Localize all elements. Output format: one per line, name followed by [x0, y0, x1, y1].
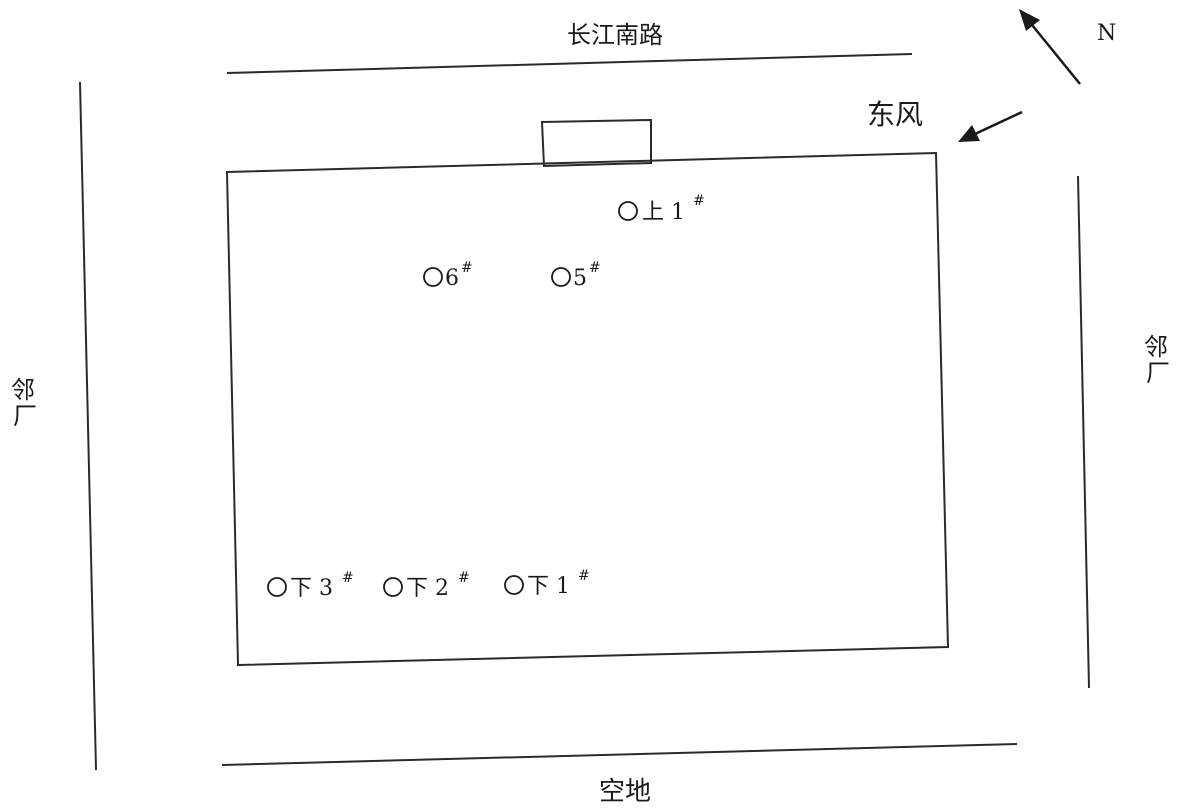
sampling-point-label: 下 3	[290, 576, 333, 601]
sampling-point-label: 下 2	[406, 576, 449, 601]
sampling-point-label: 下 1	[527, 574, 570, 599]
wind-arrow-icon	[958, 110, 1023, 142]
sampling-point-6: 6 #	[423, 260, 473, 291]
sampling-point-down2: 下 2 #	[383, 570, 470, 601]
sampling-point-sup: #	[578, 568, 590, 584]
sampling-point-up1: 上 1 #	[618, 193, 705, 225]
sampling-point-marker	[504, 575, 524, 595]
north-arrow-icon	[1019, 9, 1081, 85]
entrance-box	[540, 118, 652, 168]
sampling-point-label: 6	[445, 266, 459, 291]
left-boundary-line	[79, 81, 97, 771]
bottom-boundary-line	[221, 743, 1018, 766]
right-neighbor-char-2: 厂	[1146, 359, 1170, 387]
sampling-point-label: 上 1	[642, 200, 685, 225]
right-neighbor-char-1: 邻	[1144, 333, 1168, 361]
sampling-point-5: 5 #	[551, 260, 601, 291]
sampling-point-marker	[551, 267, 571, 287]
sampling-point-marker	[618, 201, 638, 221]
left-neighbor-char-1: 邻	[11, 376, 35, 404]
sampling-point-sup: #	[458, 570, 470, 586]
sampling-point-sup: #	[589, 260, 601, 276]
road-north-line	[226, 53, 913, 74]
sampling-point-marker	[423, 267, 443, 287]
sampling-point-marker	[267, 577, 287, 597]
sampling-point-down1: 下 1 #	[504, 568, 590, 599]
sampling-point-down3: 下 3 #	[267, 570, 354, 601]
sampling-point-label: 5	[573, 266, 587, 291]
wind-label: 东风	[867, 98, 923, 131]
sampling-point-sup: #	[461, 260, 473, 276]
sampling-point-sup: #	[342, 570, 354, 586]
north-label: N	[1097, 21, 1116, 46]
sampling-point-sup: #	[693, 193, 705, 209]
bottom-label: 空地	[599, 777, 651, 807]
sampling-point-marker	[383, 577, 403, 597]
site-outline	[225, 151, 950, 667]
left-neighbor-char-2: 厂	[13, 402, 37, 430]
road-north-label: 长江南路	[567, 21, 663, 49]
right-boundary-line	[1077, 175, 1090, 689]
